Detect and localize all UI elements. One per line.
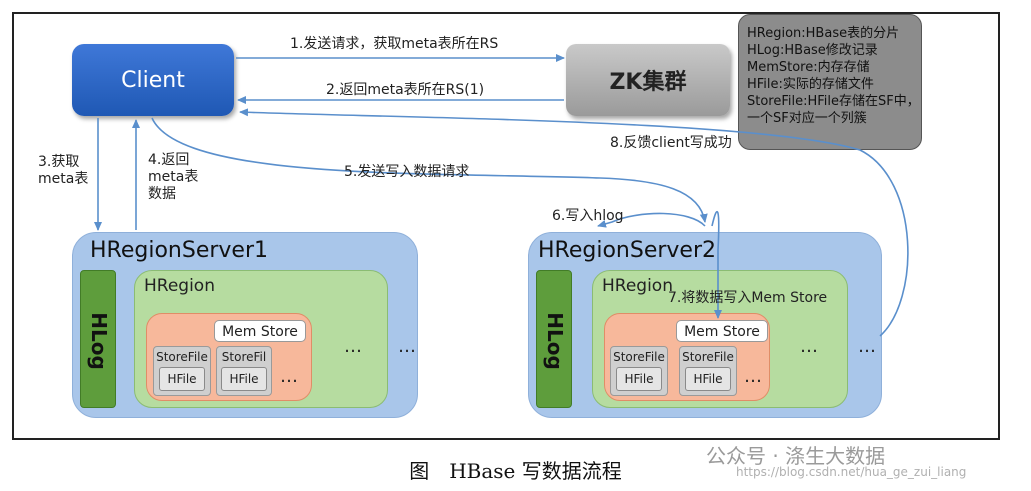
step1-label: 1.发送请求，获取meta表所在RS [290,36,499,52]
hlog-1: HLog [80,270,116,408]
step4-line: 数据 [148,186,176,202]
legend-line: 一个SF对应一个列簇 [747,111,867,126]
ellipsis: … [280,366,298,387]
legend-line: HFile:实际的存储文件 [747,77,874,92]
figure-caption: 图 HBase 写数据流程 [409,459,622,483]
hfile: HFile [221,367,267,391]
zk-cluster-node: ZK集群 [566,44,730,116]
storefile-label: StoreFile [613,350,665,364]
storefile-1b: StoreFil HFile [216,346,272,396]
client-label: Client [121,67,185,93]
memstore-1: Mem Store [214,320,306,342]
hregion-2-title: HRegion [602,276,673,296]
storefile-2a: StoreFile HFile [610,346,668,396]
storefile-2b: StoreFile HFile [679,346,737,396]
hregionserver1-title: HRegionServer1 [90,238,268,263]
step4-label: 4.返回 meta表 数据 [148,152,198,203]
step8-label: 8.反馈client写成功 [610,135,732,151]
arrow-step8 [239,108,909,337]
hlog-2: HLog [536,270,572,408]
arrow-step6 [597,212,706,228]
legend-line: HRegion:HBase表的分片 [747,26,900,41]
client-node: Client [72,44,234,116]
hregionserver2-title: HRegionServer2 [538,238,716,263]
memstore-2: Mem Store [676,320,768,342]
ellipsis: … [344,336,362,357]
ellipsis: … [858,336,876,357]
storefile-label: StoreFil [221,350,267,364]
legend-line: MemStore:内存存储 [747,60,870,75]
ellipsis: … [398,336,416,357]
storefile-label: StoreFile [156,350,208,364]
step5-label: 5.发送写入数据请求 [344,164,470,180]
storefile-1a: StoreFile HFile [153,346,211,396]
step4-line: 4.返回 [148,152,190,168]
arrow-step7 [711,210,722,319]
step4-line: meta表 [148,169,199,185]
storefile-label: StoreFile [682,350,734,364]
step3-line: 3.获取 [38,154,80,170]
legend-line: StoreFile:HFile存储在SF中， [747,94,920,109]
ellipsis: … [800,336,818,357]
hfile: HFile [159,367,205,391]
legend-box: HRegion:HBase表的分片 HLog:HBase修改记录 MemStor… [738,14,922,150]
step3-line: meta表 [38,171,89,187]
step3-label: 3.获取 meta表 [38,154,88,188]
legend-line: HLog:HBase修改记录 [747,43,878,58]
step2-label: 2.返回meta表所在RS(1) [326,82,485,98]
hfile: HFile [685,367,731,391]
ellipsis: … [744,366,762,387]
hfile: HFile [616,367,662,391]
step6-label: 6.写入hlog [552,208,624,224]
zk-label: ZK集群 [609,70,687,95]
watermark-brand: 公众号 · 涤生大数据 [706,444,886,468]
step7-label: 7.将数据写入Mem Store [668,290,828,306]
hregion-1-title: HRegion [144,276,215,296]
arrow-step5 [151,117,708,223]
watermark-url: https://blog.csdn.net/hua_ge_zui_liang [736,465,967,479]
